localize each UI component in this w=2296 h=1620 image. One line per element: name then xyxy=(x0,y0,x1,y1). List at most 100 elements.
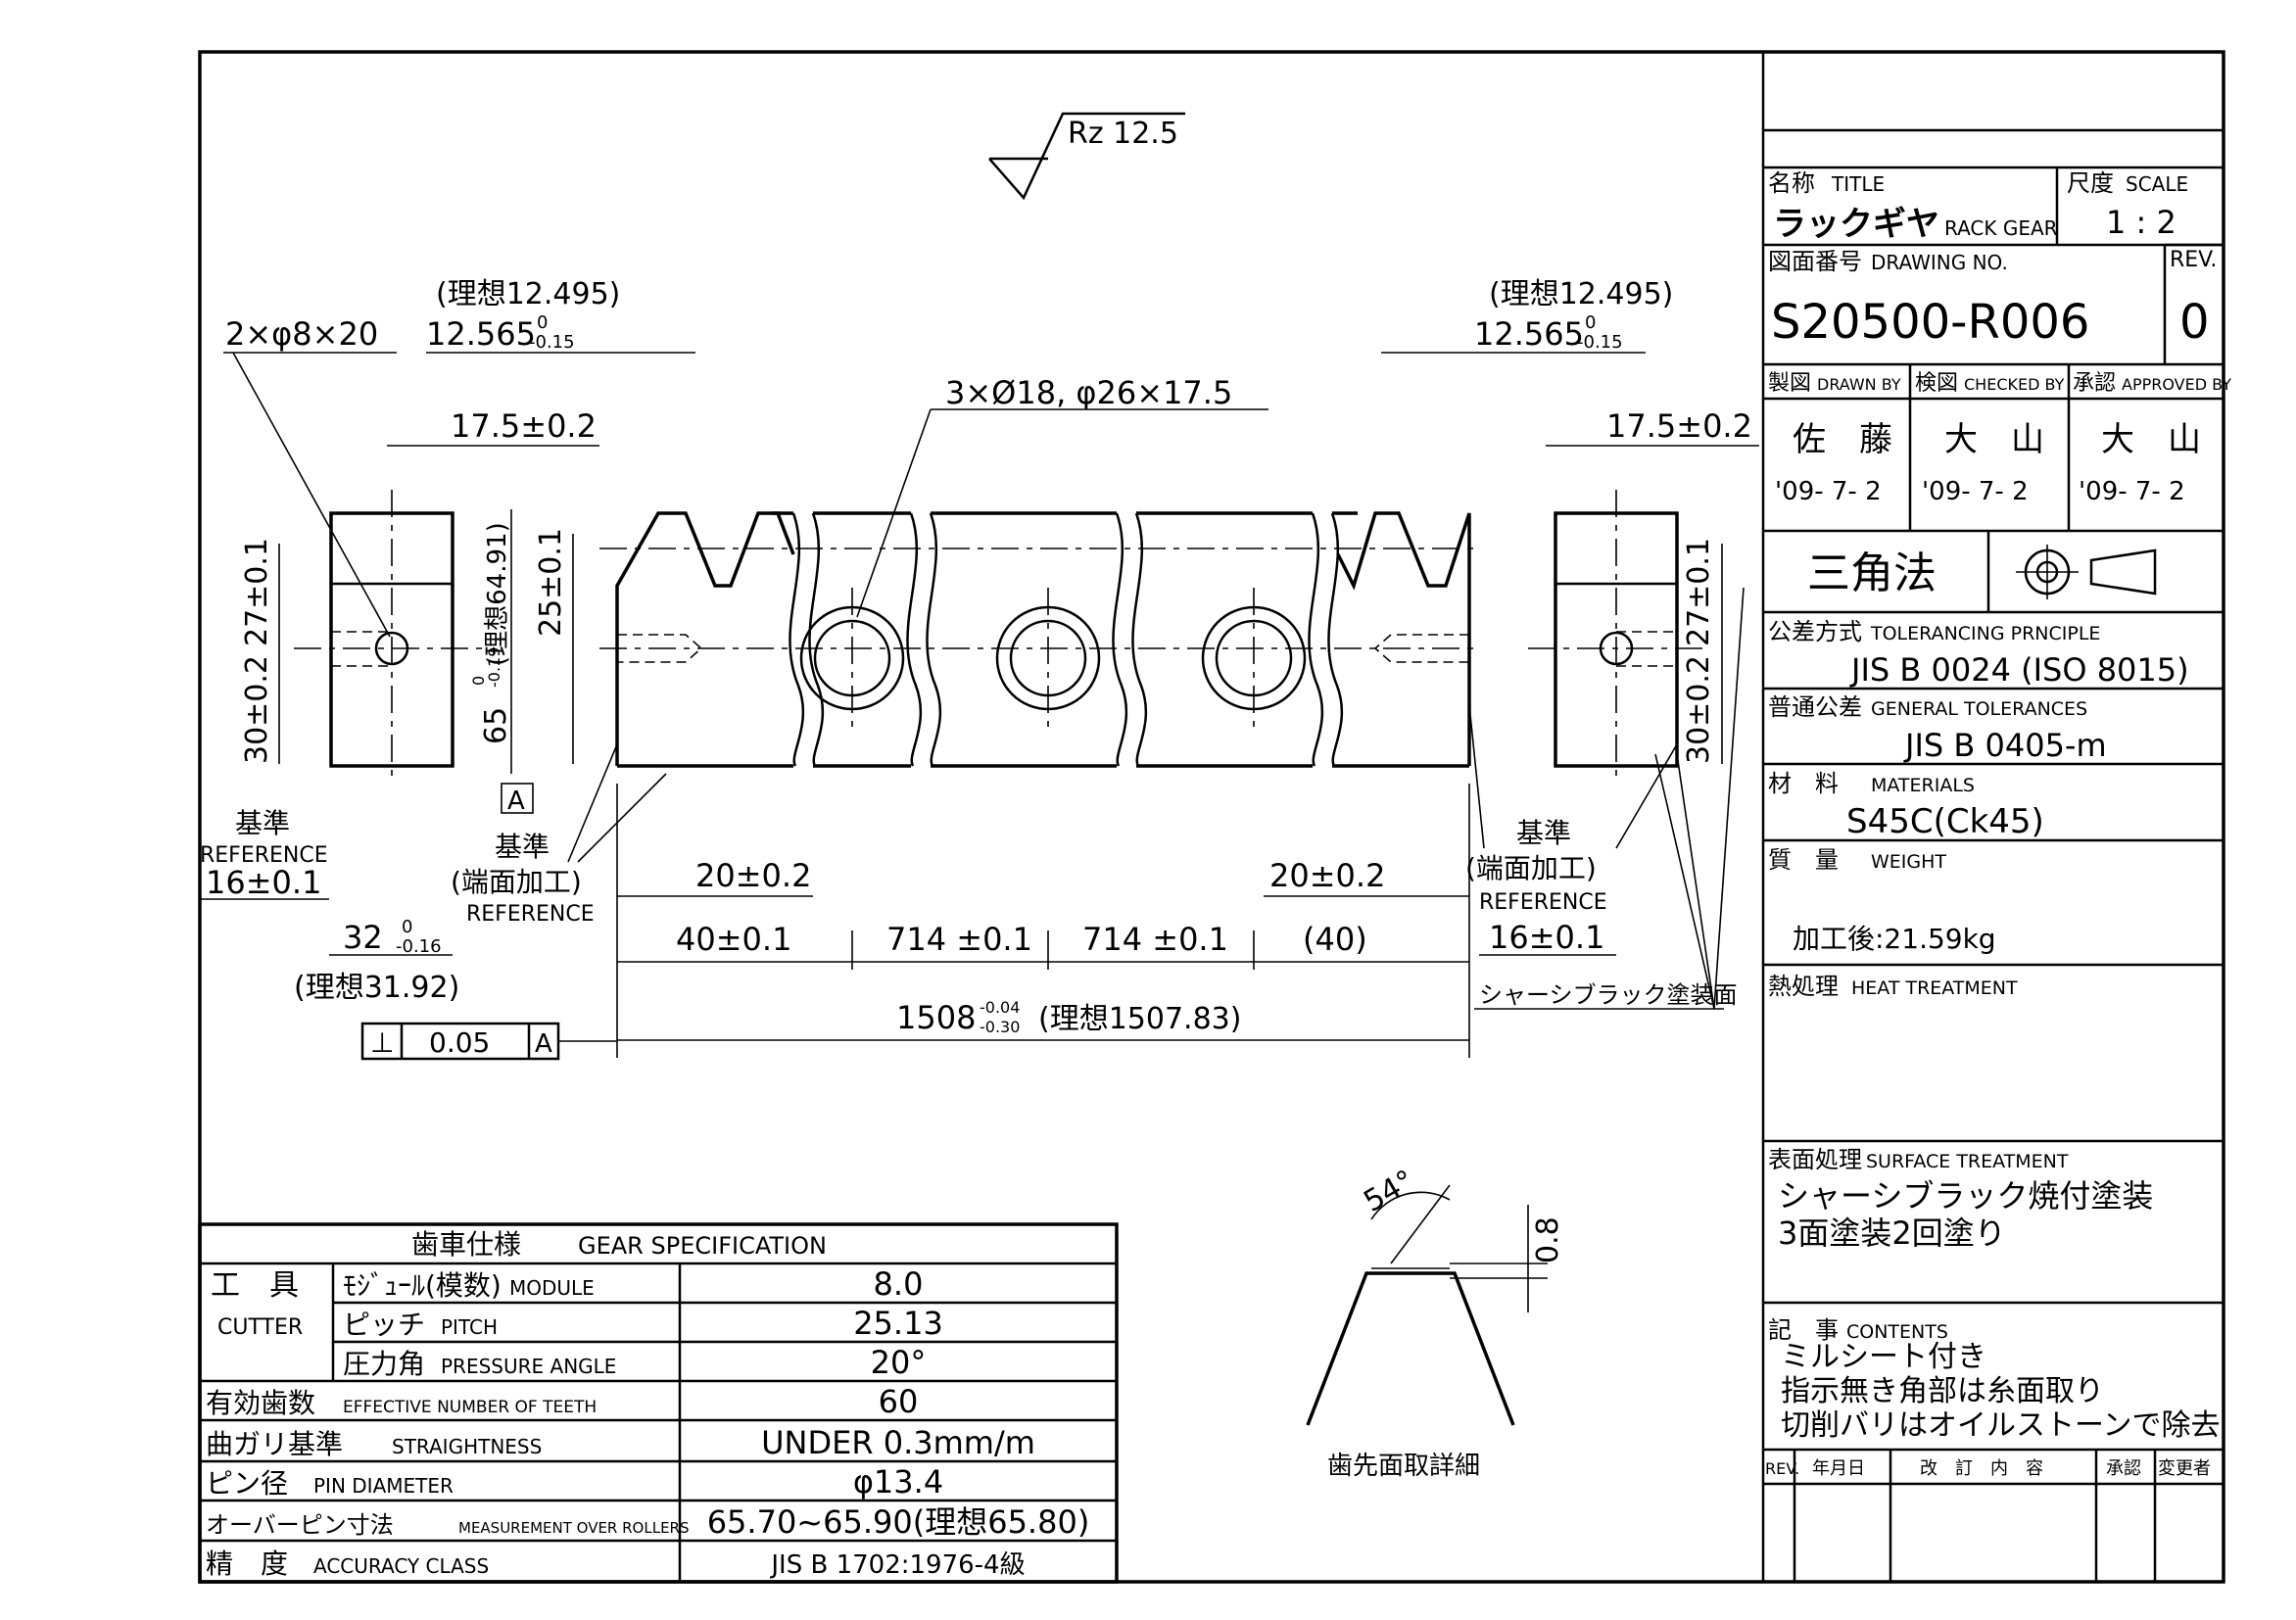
gear-spec-tool-en: CUTTER xyxy=(217,1315,303,1340)
left-end-view xyxy=(294,490,490,784)
gtol-value: 0.05 xyxy=(429,1026,490,1059)
dim-tol-left-up: 0 xyxy=(537,312,548,333)
gear-spec-row-label-jp: ピン径 xyxy=(206,1467,288,1500)
dim-20-right: 20±0.2 xyxy=(1269,857,1385,894)
tb-checked-name: 大 山 xyxy=(1944,420,2044,459)
gear-spec-row-label-en: PIN DIAMETER xyxy=(313,1474,454,1498)
dim-1508: 1508 xyxy=(896,999,976,1036)
detail-angle: 54° xyxy=(1359,1164,1421,1219)
gear-spec-row-label-en: PRESSURE ANGLE xyxy=(441,1355,616,1378)
gear-spec-row-label-en: EFFECTIVE NUMBER OF TEETH xyxy=(343,1398,597,1417)
dim-16-right: 16±0.1 xyxy=(1489,919,1604,956)
ref-right-en: REFERENCE xyxy=(1479,890,1607,915)
tb-drawn-label-en: DRAWN BY xyxy=(1817,375,1901,394)
roughness-value: Rz 12.5 xyxy=(1068,117,1178,151)
tb-scale: 1 : 2 xyxy=(2106,204,2176,241)
tb-gen-tol-value: JIS B 0405-m xyxy=(1903,727,2107,764)
tb-surf-label-en: SURFACE TREATMENT xyxy=(1866,1151,2069,1172)
gear-spec-row-value: JIS B 1702:1976-4級 xyxy=(769,1550,1025,1580)
tb-scale-label-jp: 尺度 xyxy=(2067,169,2114,197)
tb-name-label-en: TITLE xyxy=(1831,172,1885,196)
tb-weight-label-jp: 質 量 xyxy=(1768,846,1839,874)
dim-17-5-left: 17.5±0.2 xyxy=(451,407,597,445)
tb-name-label-jp: 名称 xyxy=(1768,169,1815,197)
tb-mat-label-jp: 材 料 xyxy=(1768,770,1839,797)
dimensions: (理想12.495) 12.565 0 -0.15 (理想12.495) 12.… xyxy=(200,277,1759,1061)
gear-spec-row-value: 20° xyxy=(871,1344,927,1381)
dim-tol-right-dn: -0.15 xyxy=(1577,332,1623,353)
dim-1508-ideal: (理想1507.83) xyxy=(1038,1002,1241,1036)
tb-notes-label-en: CONTENTS xyxy=(1846,1321,1948,1343)
ref-mid-jp: 基準 xyxy=(495,831,550,863)
tb-mat-label-en: MATERIALS xyxy=(1871,775,1975,796)
ref-mid-sub: (端面加工) xyxy=(451,866,582,898)
rack-front-view xyxy=(599,511,1479,768)
dim-ideal-left: (理想12.495) xyxy=(436,277,620,311)
gear-spec-tool-jp: 工 具 xyxy=(211,1268,299,1303)
tb-surf-label-jp: 表面処理 xyxy=(1768,1146,1862,1173)
tb-drawn-date: '09- 7- 2 xyxy=(1775,477,1882,506)
drawing-border xyxy=(198,50,2225,1584)
gear-spec-row-label-jp: 曲ガリ基準 xyxy=(206,1428,343,1460)
ref-right-jp: 基準 xyxy=(1516,817,1571,849)
dim-32-up: 0 xyxy=(402,917,412,937)
gear-spec-row-label-en: PITCH xyxy=(441,1315,498,1339)
tb-rev-h-approve: 承認 xyxy=(2106,1458,2141,1479)
tb-checked-label-en: CHECKED BY xyxy=(1964,375,2065,394)
gear-spec-row-label-en: MEASUREMENT OVER ROLLERS xyxy=(458,1519,690,1537)
projection-symbol-icon xyxy=(2016,545,2157,599)
gear-spec-row-value: 25.13 xyxy=(853,1305,943,1342)
dim-16-left: 16±0.1 xyxy=(206,864,321,901)
gear-spec-row-value: φ13.4 xyxy=(853,1463,943,1501)
dim-714-a: 714 ±0.1 xyxy=(886,921,1032,958)
gtol-symbol: ⊥ xyxy=(370,1026,394,1059)
dim-65-dn: -0.19 xyxy=(485,647,503,688)
gear-spec-row-label-jp: 有効歯数 xyxy=(206,1387,315,1419)
tb-checked-date: '09- 7- 2 xyxy=(1922,477,2029,506)
tb-rev-h-rev: REV. xyxy=(1765,1459,1799,1478)
gear-spec-row-value: 65.70~65.90(理想65.80) xyxy=(707,1503,1090,1541)
dim-32-ideal: (理想31.92) xyxy=(294,971,459,1005)
tb-gen-tol-label-jp: 普通公差 xyxy=(1768,693,1862,721)
tb-heat-label-en: HEAT TREATMENT xyxy=(1851,977,2018,999)
gear-spec-row-value: UNDER 0.3mm/m xyxy=(761,1424,1035,1461)
dim-ideal-right: (理想12.495) xyxy=(1489,277,1673,311)
gear-spec-row-label-en: ACCURACY CLASS xyxy=(313,1554,489,1578)
dim-27-right: 27±0.1 xyxy=(1682,538,1716,646)
tb-approved-name: 大 山 xyxy=(2101,420,2201,459)
dim-714-b: 714 ±0.1 xyxy=(1082,921,1228,958)
dim-tol-right-up: 0 xyxy=(1585,312,1596,333)
tb-projection: 三角法 xyxy=(1807,548,1937,598)
tb-rev-h-date: 年月日 xyxy=(1812,1458,1865,1479)
dim-30-left: 30±0.2 xyxy=(240,655,274,764)
gear-spec-row-value: 8.0 xyxy=(874,1265,924,1303)
dim-pins: 2×φ8×20 xyxy=(225,315,378,353)
tb-name-jp: ラックギヤ xyxy=(1773,205,1939,244)
tooth-chamfer-detail: 54° 0.8 歯先面取詳細 xyxy=(1306,1164,1565,1481)
dim-tol-right: 12.565 xyxy=(1474,315,1584,353)
dim-17-5-right: 17.5±0.2 xyxy=(1606,407,1752,445)
tb-notes-label-jp: 記 事 xyxy=(1768,1316,1839,1344)
tb-heat-label-jp: 熱処理 xyxy=(1768,973,1839,1000)
tb-tol-label-en: TOLERANCING PRNCIPLE xyxy=(1870,623,2100,644)
tb-weight-value: 加工後:21.59kg xyxy=(1793,923,1996,955)
ref-left-en: REFERENCE xyxy=(200,843,328,868)
tb-name-en: RACK GEAR xyxy=(1944,216,2058,240)
dim-tol-left: 12.565 xyxy=(426,315,536,353)
gear-spec-row-label-jp: ﾓｼﾞｭｰﾙ(模数) xyxy=(343,1269,502,1302)
detail-caption: 歯先面取詳細 xyxy=(1327,1452,1480,1481)
gear-spec-table: 歯車仕様 GEAR SPECIFICATION 工 具 CUTTER ﾓｼﾞｭｰ… xyxy=(198,1222,1119,1584)
dim-40: 40±0.1 xyxy=(676,921,791,958)
tb-checked-label-jp: 検図 xyxy=(1915,371,1958,396)
dim-27-left: 27±0.1 xyxy=(240,538,274,646)
gear-spec-row-value: 60 xyxy=(879,1383,919,1420)
gtol-ref: A xyxy=(535,1029,552,1059)
tb-note-3: 切削バリはオイルストーンで除去 xyxy=(1781,1408,2221,1443)
gear-spec-title-jp: 歯車仕様 xyxy=(411,1228,521,1261)
right-end-view xyxy=(1528,490,1704,784)
gear-spec-row-label-en: STRAIGHTNESS xyxy=(392,1435,542,1458)
dim-65: 65 xyxy=(479,707,513,744)
gear-spec-row-label-en: MODULE xyxy=(509,1276,595,1300)
dim-65-ideal: (理想64.91) xyxy=(483,522,512,666)
